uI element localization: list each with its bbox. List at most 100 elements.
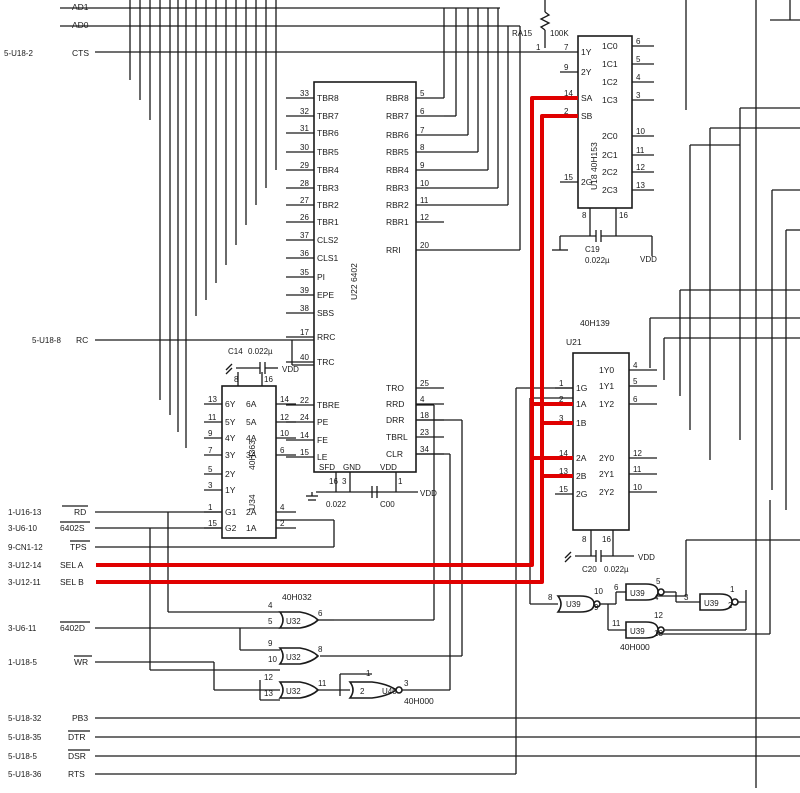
u34-pin-number: 12 — [280, 413, 289, 422]
u22-pin-number: 14 — [300, 431, 309, 440]
u22-pin-number: 4 — [420, 395, 425, 404]
u39-g3-in2: 2 — [728, 601, 733, 610]
u22-pin-number: 29 — [300, 161, 309, 170]
ra15-name: RA15 — [512, 29, 533, 38]
u21-pin-number: 10 — [633, 483, 642, 492]
u22-pin-label: FE — [317, 435, 328, 445]
u22-pin-label: RBR6 — [386, 130, 409, 140]
u32-gate2-in2: 10 — [268, 655, 277, 664]
u18-pin16: 16 — [619, 211, 628, 220]
u22-pin-number: 10 — [420, 179, 429, 188]
u21-pin-number: 15 — [559, 485, 568, 494]
u39-g1-out: 10 — [594, 587, 603, 596]
ad1-label: AD1 — [72, 2, 89, 12]
u18-pin-number: 14 — [564, 89, 573, 98]
u34-pin-number: 9 — [208, 429, 213, 438]
u34-part: 40H363 — [247, 440, 257, 470]
u21-pin-label: 1Y2 — [599, 399, 614, 409]
sel-b-highlight — [96, 114, 578, 584]
sel-a-highlight — [96, 96, 578, 567]
u39-g3-in1: 1 — [730, 585, 735, 594]
u40-gate: U40 1 2 3 40H000 — [348, 669, 434, 706]
u22-pin3: 3 — [342, 477, 347, 486]
pb3-label: PB3 — [72, 713, 88, 723]
ad-bus-lines: AD1 AD0 5-U18-2 CTS — [4, 2, 560, 58]
u22-pin-label: TBR3 — [317, 183, 339, 193]
u22-pin-label: TBR7 — [317, 111, 339, 121]
u21-pin16: 16 — [602, 535, 611, 544]
ad0-label: AD0 — [72, 20, 89, 30]
u22-pin-number: 28 — [300, 179, 309, 188]
u18-pin-number: 5 — [636, 55, 641, 64]
u21-pin-label: 2Y1 — [599, 469, 614, 479]
u21-pin-label: 2A — [576, 453, 587, 463]
u32-part: 40H032 — [282, 592, 312, 602]
u18-pin-label: 2C2 — [602, 167, 618, 177]
u32-gate2-label: U32 — [286, 653, 301, 662]
u18-pin-label: 1C3 — [602, 95, 618, 105]
left-bus-verticals — [129, 0, 277, 448]
cts-label: CTS — [72, 48, 89, 58]
c00-value: 0.022 — [326, 500, 347, 509]
u34-pin-number: 13 — [208, 395, 217, 404]
u22-gnd: GND — [343, 463, 361, 472]
c00-name: C00 — [380, 500, 395, 509]
u34-pin-number: 1 — [208, 503, 213, 512]
u39-gates: 40H000 U39 8 10 9 U39 6 4 5 U39 1 2 3 U3… — [529, 397, 800, 652]
dsr-source: 5-U18-5 — [8, 752, 37, 761]
u21-pin-number: 13 — [559, 467, 568, 476]
u21-decoder: U21 40H139 8 16 VDD C20 0.022µ — [564, 318, 655, 574]
u18-pin-number: 10 — [636, 127, 645, 136]
u39-g4-in1: 12 — [654, 611, 663, 620]
pb3-source: 5-U18-32 — [8, 714, 42, 723]
wr-source: 1-U18-5 — [8, 658, 37, 667]
u22-pin-label: TBR8 — [317, 93, 339, 103]
u21-pin-label: 1Y0 — [599, 365, 614, 375]
gate-wiring — [149, 404, 463, 701]
u22-pin-number: 34 — [420, 445, 429, 454]
u22-pin-label: TBR2 — [317, 200, 339, 210]
u34-pin-number: 5 — [208, 465, 213, 474]
u22-pin-number: 35 — [300, 268, 309, 277]
tps-label: TPS — [70, 542, 87, 552]
u32-gate1-in1: 4 — [268, 601, 273, 610]
u39-p9: 9 — [594, 603, 599, 612]
u21-pin-number: 2 — [559, 395, 564, 404]
u22-pin-number: 6 — [420, 107, 425, 116]
u18-pin-label: 1Y — [581, 47, 592, 57]
u18-pin-label: 1C1 — [602, 59, 618, 69]
u22-pin-number: 12 — [420, 213, 429, 222]
u34-pin-label: 2Y — [225, 469, 236, 479]
u34-pin-label: 4A — [246, 433, 257, 443]
u39-g1-in1: 8 — [548, 593, 553, 602]
u21-pin-label: 1A — [576, 399, 587, 409]
u34-pin-label: 3A — [246, 450, 257, 460]
c19-name: C19 — [585, 245, 600, 254]
u21-pin-number: 11 — [633, 465, 642, 474]
rc-label: RC — [76, 335, 88, 345]
u22-sfd: SFD — [319, 463, 335, 472]
u21-pin-label: 1G — [576, 383, 587, 393]
u21-pin-number: 1 — [559, 379, 564, 388]
u18-pin-label: 2C0 — [602, 131, 618, 141]
u22-pin-number: 22 — [300, 396, 309, 405]
c14-vdd: VDD — [282, 365, 299, 374]
ra15-pin: 1 — [536, 43, 541, 52]
r6402s-label: 6402S — [60, 523, 85, 533]
u39-g2-label: U39 — [630, 589, 645, 598]
u39-g4-label: U39 — [630, 627, 645, 636]
u32-gate3-in1: 12 — [264, 673, 273, 682]
u32-gate3-in2: 13 — [264, 689, 273, 698]
u21-pin-label: 1B — [576, 418, 587, 428]
rd-source: 1-U16-13 — [8, 508, 42, 517]
u22-pin-label: RBR5 — [386, 147, 409, 157]
u22-pin-label: TRC — [317, 357, 334, 367]
u21-pin-number: 12 — [633, 449, 642, 458]
u22-pin-label: RRC — [317, 332, 335, 342]
u22-pin-number: 24 — [300, 413, 309, 422]
u18-pin-label: 2Y — [581, 67, 592, 77]
u22-pin-label: RRI — [386, 245, 401, 255]
